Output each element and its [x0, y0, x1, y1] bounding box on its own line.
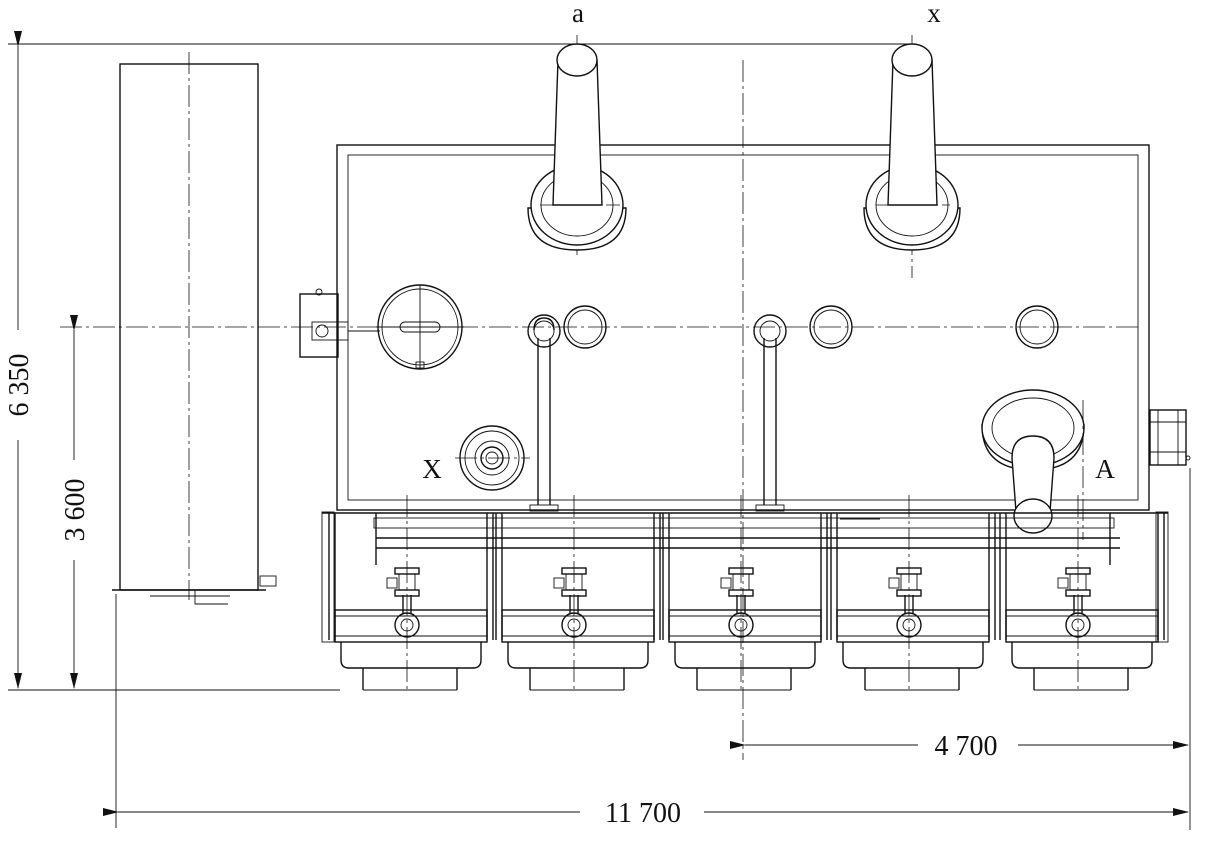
dim-total-length [103, 594, 1189, 828]
dim-label-4700: 4 700 [935, 731, 998, 762]
lv-bushing-A [981, 389, 1085, 540]
terminal-A-label: A [1095, 454, 1115, 484]
cooler-units [321, 495, 1169, 692]
pipe-left [527, 314, 561, 512]
right-fitting [1149, 409, 1191, 466]
base-frame [322, 512, 1168, 565]
dim-label-11700: 11 700 [605, 798, 681, 829]
lv-bushing-X [455, 425, 530, 491]
main-tank [60, 60, 1150, 760]
hv-bushing-a [527, 35, 627, 258]
port-2 [809, 305, 853, 349]
port-3 [1015, 305, 1059, 349]
cooler-unit [328, 495, 494, 692]
port-1 [563, 305, 607, 349]
cooler-unit [999, 495, 1165, 692]
terminal-a-label: a [572, 0, 584, 28]
dim-half-width [730, 468, 1191, 830]
terminal-X-label: X [422, 454, 442, 484]
manhole-cover [376, 284, 464, 370]
dim-label-6350: 6 350 [4, 354, 35, 417]
cooler-unit [662, 495, 828, 692]
dim-label-3600: 3 600 [60, 479, 91, 542]
conservator-tank [112, 52, 277, 605]
tap-changer-box [299, 288, 380, 358]
hv-bushing-x [863, 35, 961, 278]
terminal-x-label: x [927, 0, 941, 28]
cooler-unit [495, 495, 661, 692]
dim-total-height [8, 31, 910, 691]
pipe-center [753, 314, 787, 512]
cooler-unit [830, 495, 996, 692]
